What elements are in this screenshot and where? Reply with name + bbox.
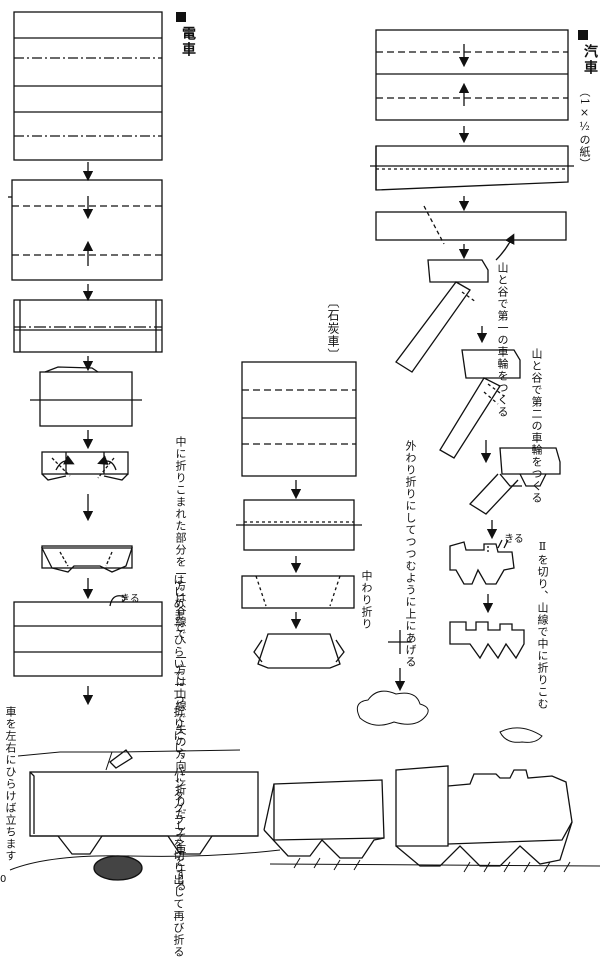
section-marker-densha — [176, 12, 186, 22]
sekitansha-step-1 — [241, 361, 357, 477]
kisha-step-1 — [375, 29, 569, 121]
densha-step-5 — [41, 451, 129, 481]
note-densha-pantograph: はじめまでひらいて二つ折りにし、パンタグラフを切り出して再び折る — [172, 574, 185, 958]
sekitansha-step-2 — [236, 499, 362, 551]
kisha-title: 汽車 — [582, 44, 598, 76]
label-kiru-kisha: きる — [504, 534, 524, 545]
densha-step-4 — [30, 366, 142, 427]
grass-tuft — [93, 855, 143, 881]
plus-sign — [388, 630, 412, 654]
densha-step-7 — [13, 595, 163, 677]
densha-final — [9, 749, 281, 871]
note-densha-fold: 中に折りこまれた部分を一方は谷線で、一方は山線で矢の方向に折りだして車とする — [174, 436, 187, 892]
note-kisha-wheel1: 山と谷で第一の車輪をつくる — [496, 262, 509, 418]
kisha-step-4 — [395, 259, 489, 373]
page-number: 0 — [0, 874, 7, 885]
kisha-step-5 — [439, 349, 521, 459]
label-kiru-densha: きる — [120, 594, 140, 605]
densha-step-2 — [8, 179, 163, 281]
kisha-step-3 — [375, 205, 567, 261]
note-sekitansha-fold: 中わり折り — [360, 570, 373, 630]
kisha-paper-size: （1×½の紙） — [578, 86, 591, 170]
densha-step-3 — [13, 299, 163, 353]
note-kisha-cut: Ⅱを切り、山線で中に折りこむ — [536, 540, 549, 710]
origami-diagram — [8, 11, 600, 881]
sekitansha-step-4 — [253, 633, 345, 669]
densha-step-1 — [13, 11, 163, 161]
kisha-step-6 — [468, 447, 561, 515]
sekitansha-step-3 — [241, 575, 355, 609]
kisha-final — [263, 690, 600, 873]
densha-title: 電車 — [180, 26, 196, 58]
note-kisha-wheel2: 山と谷で第二の車輪をつくる — [530, 348, 543, 504]
section-marker-kisha — [578, 30, 588, 40]
note-densha-stand: 車を左右にひらけば立ちます — [4, 706, 17, 862]
kisha-step-2 — [370, 145, 574, 191]
densha-step-6 — [40, 545, 133, 573]
kisha-step-8 — [449, 621, 525, 660]
sekitansha-title: 〔石炭車〕 — [326, 296, 340, 361]
note-kisha-outside-fold: 外わり折りにしてつつむように上にあげる — [404, 440, 417, 668]
kisha-step-7 — [449, 539, 515, 585]
